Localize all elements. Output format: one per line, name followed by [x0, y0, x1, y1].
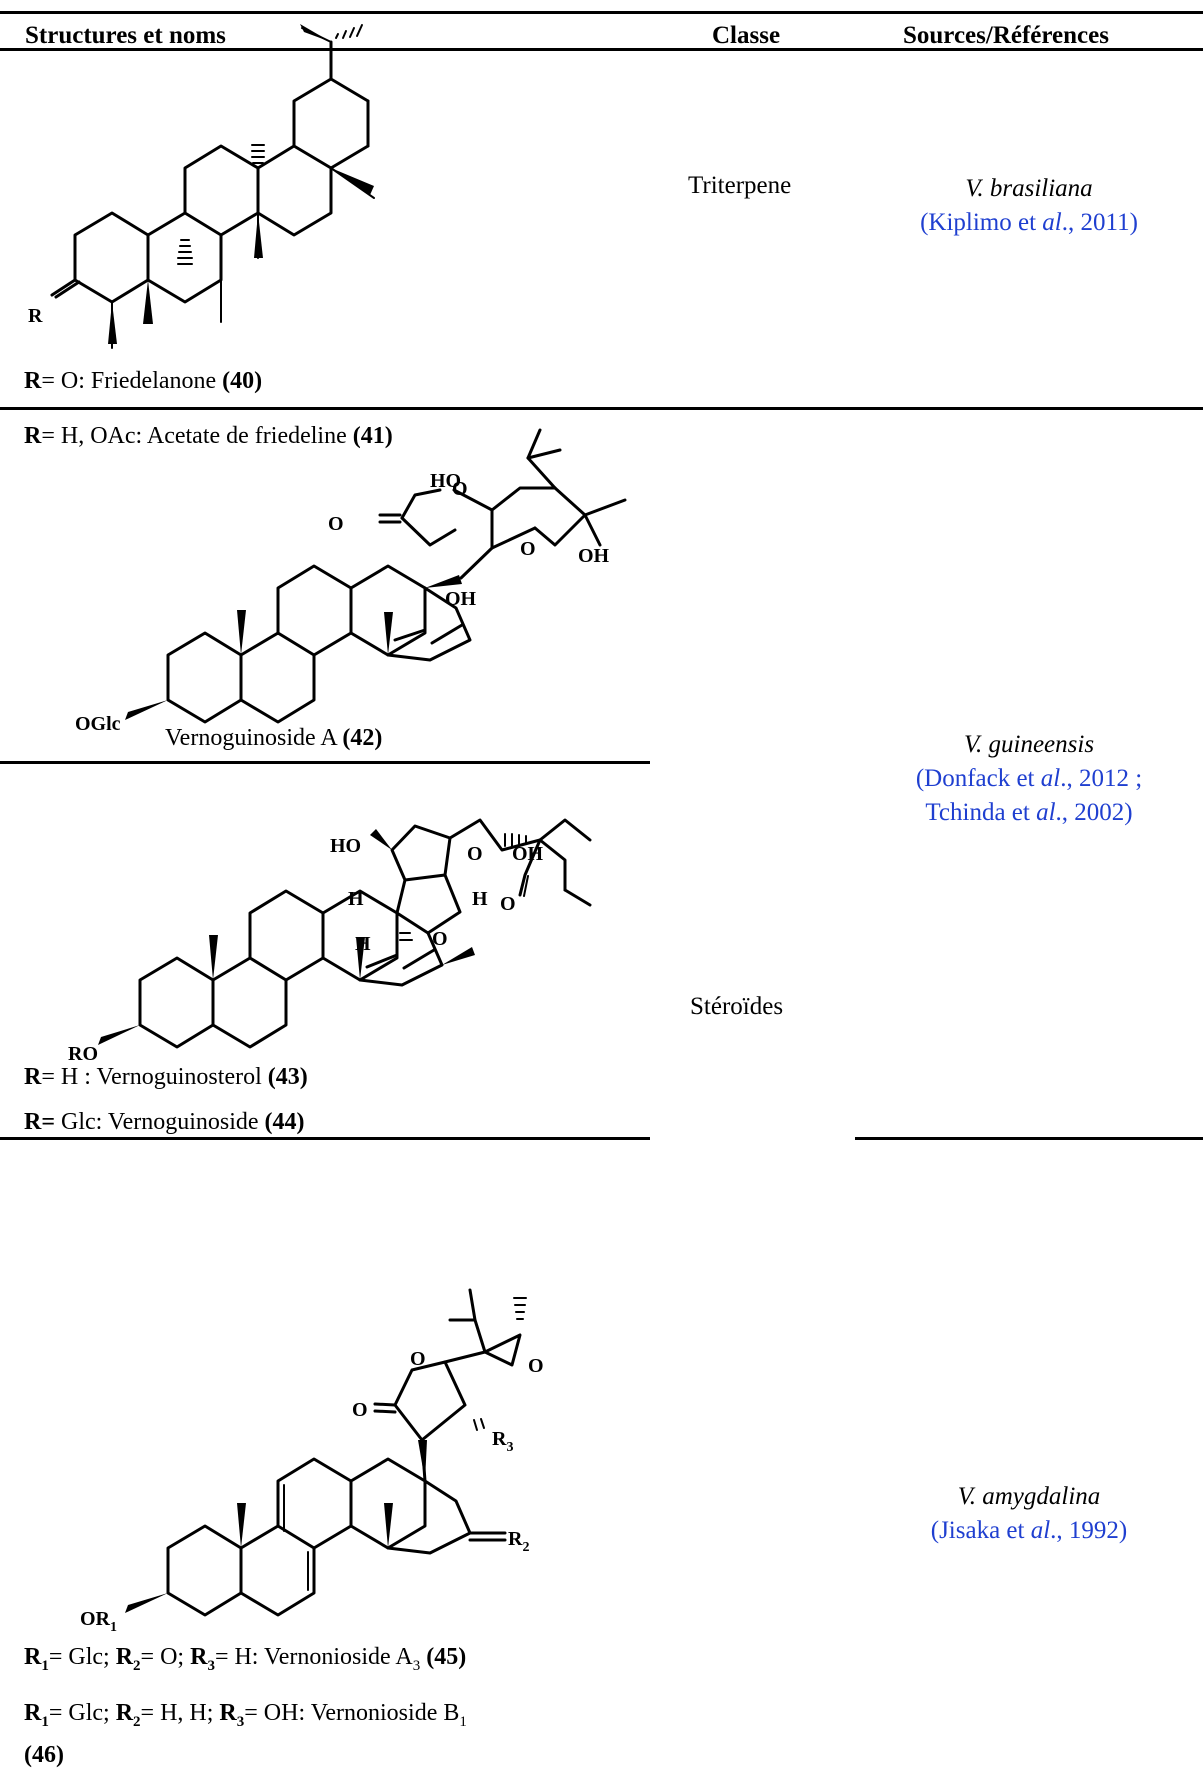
row2b-rule-right	[855, 1137, 1203, 1140]
wedge-bond	[442, 947, 475, 965]
row1-rule	[0, 407, 1203, 410]
structure-friedelane	[50, 27, 375, 349]
hash-bonds	[473, 1297, 527, 1431]
wedge-bond	[254, 213, 263, 258]
label-r: R	[28, 305, 43, 327]
label-h-bottom: H	[355, 933, 371, 955]
label-oh-right: OH	[578, 545, 610, 567]
caption-40: R= O: Friedelanone (40)	[24, 368, 263, 394]
caption-45: R1= Glc; R2= O; R3= H: Vernonioside A3 (…	[24, 1644, 467, 1674]
label-h-left: H	[348, 888, 364, 910]
class-steroides: Stéroïdes	[690, 993, 784, 1020]
caption-42: Vernoguinoside A (42)	[165, 725, 383, 751]
label-o-ring1: O	[452, 478, 468, 500]
label-o-top: O	[467, 843, 483, 865]
class-triterpene: Triterpene	[688, 172, 792, 199]
label-ho-top: HO	[330, 835, 361, 857]
label-o-ketone: O	[500, 893, 516, 915]
label-h-right: H	[472, 888, 488, 910]
header-classe: Classe	[712, 22, 781, 49]
label-o-lactone: O	[352, 1399, 368, 1421]
label-oh-bottom: OH	[445, 588, 477, 610]
reference-kiplimo[interactable]: (Kiplimo et al., 2011)	[920, 209, 1138, 236]
label-r2: R2	[508, 1528, 529, 1555]
caption-43: R= H : Vernoguinosterol (43)	[24, 1064, 308, 1090]
label-o-ring: O	[410, 1348, 426, 1370]
hash-bonds	[177, 24, 363, 265]
label-or1: OR1	[80, 1608, 117, 1635]
structure-vernonioside	[166, 1288, 522, 1617]
species-amygdalina: V. amygdalina	[957, 1483, 1101, 1510]
wedge-bond	[125, 1593, 168, 1613]
label-o-epoxide: O	[528, 1355, 544, 1377]
reference-jisaka[interactable]: (Jisaka et al., 1992)	[930, 1517, 1128, 1544]
wedge-bond	[384, 612, 393, 655]
source-row3: V. amygdalina (Jisaka et al., 1992)	[855, 1480, 1203, 1548]
caption-41: R= H, OAc: Acetate de friedeline (41)	[24, 423, 393, 449]
label-r3: R3	[492, 1428, 513, 1455]
reference-tchinda[interactable]: Tchinda et al., 2002)	[925, 799, 1133, 826]
caption-46-number: (46)	[24, 1742, 64, 1768]
header-structures: Structures et noms	[25, 22, 226, 49]
row2b-rule-left	[0, 1137, 650, 1140]
header-sources: Sources/Références	[903, 22, 1109, 49]
label-ro: RO	[68, 1043, 98, 1065]
label-oh-top: OH	[512, 843, 544, 865]
wedge-bond	[356, 937, 365, 980]
wedge-bond	[98, 1025, 140, 1045]
caption-46: R1= Glc; R2= H, H; R3= OH: Vernonioside …	[24, 1700, 467, 1730]
hash-bonds	[399, 833, 527, 941]
label-o-carbonyl: O	[328, 513, 344, 535]
wedge-bond	[384, 1503, 393, 1548]
label-o-bottom: O	[432, 928, 448, 950]
row2a-rule	[0, 761, 650, 764]
label-ho: HO	[430, 470, 461, 492]
wedge-bond	[300, 24, 331, 42]
wedge-bond	[331, 168, 374, 195]
wedge-bond	[418, 1440, 427, 1481]
label-o-ring2: O	[520, 538, 536, 560]
species-guineensis: V. guineensis	[963, 731, 1095, 758]
header-rule	[0, 48, 1203, 51]
structure-vernoguinosterol	[138, 818, 592, 1049]
structure-vernoguinoside-a	[166, 428, 627, 724]
wedge-bond	[209, 935, 218, 980]
species-brasiliana: V. brasiliana	[965, 175, 1093, 202]
reference-donfack[interactable]: (Donfack et al., 2012 ;	[915, 765, 1143, 792]
wedge-bond	[108, 302, 117, 344]
wedge-bond	[125, 700, 168, 720]
wedge-bond	[237, 610, 246, 655]
source-row2: V. guineensis (Donfack et al., 2012 ; Tc…	[855, 728, 1203, 830]
wedge-bond	[143, 280, 153, 324]
top-rule	[0, 11, 1203, 14]
wedge-bond	[237, 1503, 246, 1548]
label-oglc: OGlc	[75, 713, 121, 735]
wedge-bond	[425, 575, 462, 588]
wedge-bond	[370, 829, 392, 850]
source-row1: V. brasiliana (Kiplimo et al., 2011)	[855, 172, 1203, 240]
caption-44: R= Glc: Vernoguinoside (44)	[24, 1109, 305, 1135]
